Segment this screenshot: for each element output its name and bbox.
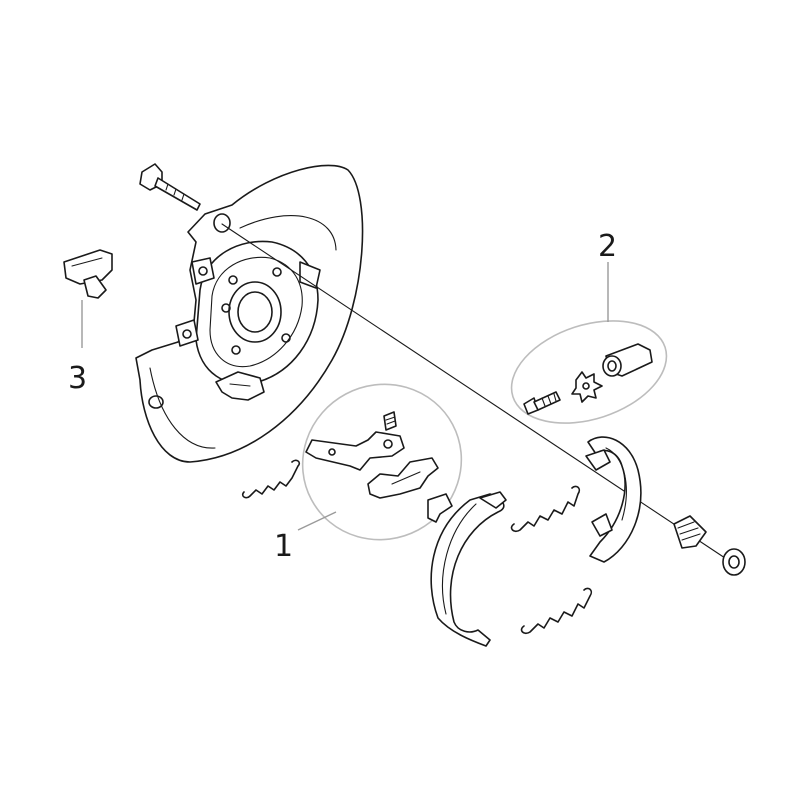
- small-clip: [427, 493, 453, 523]
- return-spring-left: [241, 459, 301, 499]
- hold-down-spring: [673, 515, 707, 549]
- group-outline-part-1: [301, 383, 463, 541]
- brake-shoe-right: [585, 436, 642, 563]
- clip-part-3: [63, 249, 113, 299]
- group-outline-part-2: [510, 320, 668, 424]
- parking-lever: [305, 431, 405, 471]
- return-spring-lower: [520, 587, 593, 635]
- washer: [722, 548, 746, 576]
- adjuster-screw: [523, 391, 561, 415]
- backing-plate: [135, 164, 364, 463]
- callout-part-1: 1: [274, 529, 293, 564]
- return-spring-upper: [510, 485, 581, 533]
- adjuster-nut: [602, 343, 653, 377]
- mounting-bolt: [139, 163, 201, 211]
- leader-line-part-1: [297, 511, 337, 531]
- brake-shoe-left: [430, 491, 507, 647]
- star-wheel: [571, 371, 603, 403]
- small-pin: [383, 411, 397, 431]
- adjuster-strut: [367, 457, 439, 499]
- callout-part-3: 3: [68, 361, 87, 396]
- callout-part-2: 2: [598, 229, 617, 264]
